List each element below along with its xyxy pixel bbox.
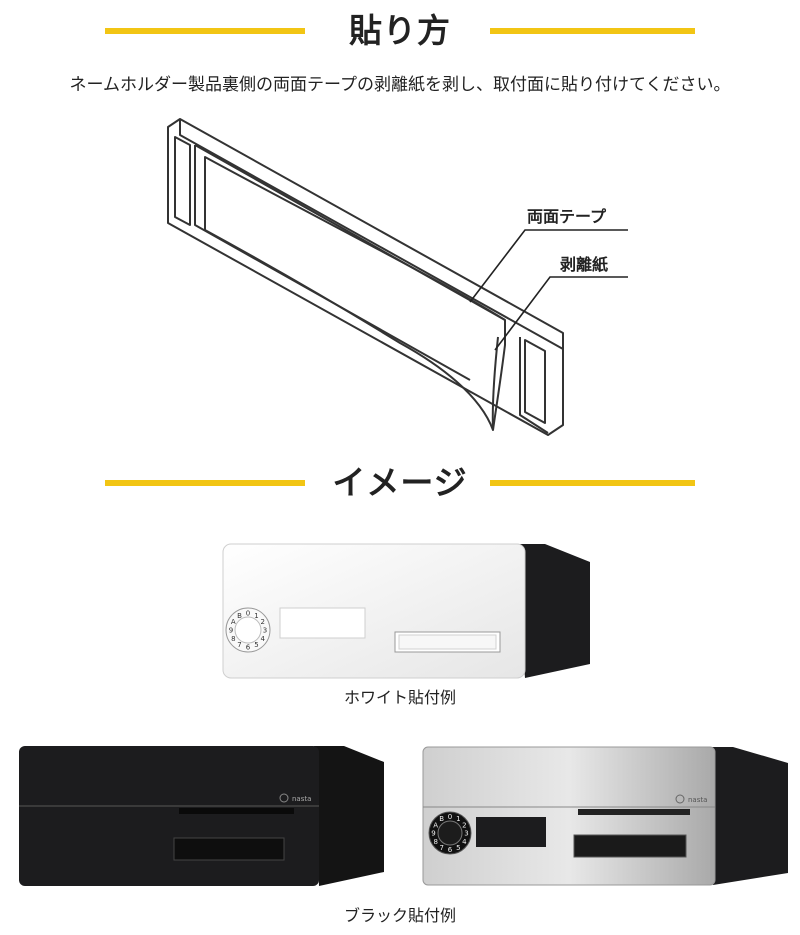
- section-header-howto: 貼り方: [0, 0, 800, 60]
- section-title-howto: 貼り方: [349, 11, 451, 50]
- holder-left-slot: [174, 136, 191, 226]
- accent-bar-left-2: [105, 480, 305, 486]
- white-caption: ホワイト貼付例: [343, 688, 456, 707]
- dial-digit: 4: [260, 635, 265, 643]
- dial-digit: 8: [231, 635, 235, 643]
- dial-digit: 5: [254, 641, 258, 649]
- dial-digit: B: [439, 815, 444, 823]
- dial-digit: 2: [462, 821, 466, 829]
- black-caption: ブラック貼付例: [343, 906, 456, 925]
- dial-digit: 6: [246, 644, 251, 652]
- section-header-image: イメージ: [0, 452, 800, 512]
- callout-line-paper: [494, 276, 628, 351]
- holder-frame-top-edge: [179, 119, 564, 350]
- dial-digit: 1: [456, 815, 460, 823]
- dial-digit: 3: [263, 627, 267, 635]
- dial-digit: 8: [433, 838, 437, 846]
- accent-bar-left: [105, 28, 305, 34]
- dial-digit: 0: [448, 813, 452, 821]
- accent-bar-right-2: [490, 480, 695, 486]
- brand-logo-icon-2: [675, 794, 685, 804]
- dial-digit: 0: [246, 610, 250, 618]
- callout-tape-label: 両面テープ: [527, 207, 607, 226]
- stainless-name-plate-blank: [476, 817, 546, 847]
- callout-paper-label: 剥離紙: [560, 255, 608, 274]
- dial-digit: 9: [229, 627, 233, 635]
- dial-digit: 6: [448, 846, 453, 854]
- dial-digit: 7: [237, 641, 241, 649]
- nameholder-diagram: 両面テープ 剥離紙: [167, 118, 628, 436]
- dial-digit: 1: [254, 612, 258, 620]
- section-title-image: イメージ: [332, 463, 468, 502]
- dial-digit: 3: [464, 830, 468, 838]
- instruction-text: ネームホルダー製品裏側の両面テープの剥離紙を剥し、取付面に貼り付けてください。: [69, 75, 731, 95]
- tape-peel: [204, 156, 506, 431]
- dial-digit: 4: [462, 838, 467, 846]
- holder-window: [194, 144, 506, 381]
- dial-digit: A: [433, 821, 438, 829]
- callout-line-tape: [469, 229, 628, 303]
- dial-digit: B: [237, 612, 242, 620]
- dial-digit: A: [231, 618, 236, 626]
- stainless-name-plate: [573, 834, 687, 858]
- brand-mark-stainless: nasta: [688, 796, 707, 804]
- accent-bar-right: [490, 28, 695, 34]
- holder-frame-outer: [167, 118, 564, 436]
- brand-logo-icon: [279, 793, 289, 803]
- dial-digit: 9: [431, 830, 435, 838]
- black-name-plate: [173, 837, 285, 861]
- dial-digit: 7: [439, 844, 443, 852]
- dial-digit: 5: [456, 844, 460, 852]
- dial-digit: 2: [260, 618, 264, 626]
- holder-right-slot: [524, 339, 546, 424]
- white-name-plate-blank: [279, 607, 366, 639]
- brand-mark-black: nasta: [292, 795, 311, 803]
- black-mailbox-image: nasta: [19, 746, 384, 886]
